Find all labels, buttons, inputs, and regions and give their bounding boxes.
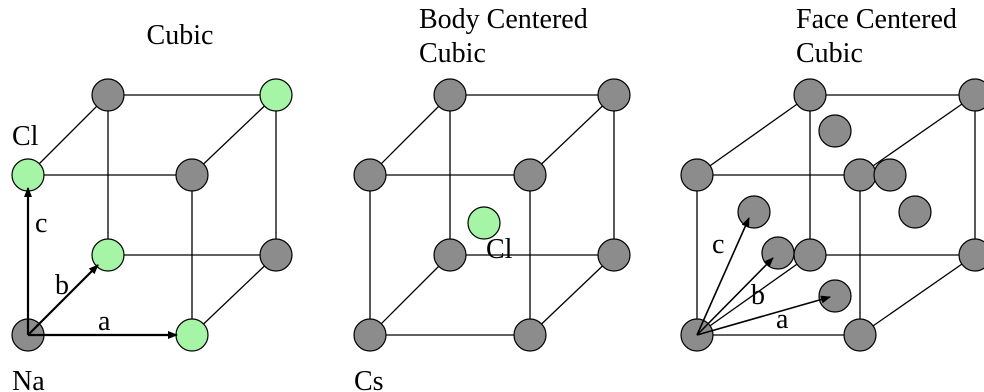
- grey-atom: [680, 158, 714, 192]
- fcc-title-line2: Cubic: [796, 38, 863, 69]
- vector-c-label: c: [712, 229, 724, 260]
- grey-atom: [843, 158, 877, 192]
- face-atom: [818, 279, 852, 313]
- bcc-title-line1: Body Centered: [419, 4, 588, 35]
- green-atom: [259, 78, 293, 112]
- vector-b-label: b: [55, 270, 69, 301]
- fcc-cell-edges: [696, 94, 976, 336]
- grey-atom: [843, 318, 877, 352]
- center-green-atom: [467, 206, 501, 240]
- face-atom: [818, 114, 852, 148]
- grey-atom: [958, 238, 984, 272]
- cl-label: Cl: [12, 121, 39, 152]
- face-atom: [873, 158, 907, 192]
- cubic-panel: Cubic: [11, 20, 293, 392]
- bcc-panel: Body Centered Cubic Cl: [353, 4, 631, 392]
- grey-atom: [958, 78, 984, 112]
- grey-atom: [513, 158, 547, 192]
- green-atom: [11, 158, 45, 192]
- cs-label: Cs: [354, 366, 384, 392]
- grey-atom: [793, 238, 827, 272]
- grey-atom: [597, 78, 631, 112]
- na-label: Na: [12, 366, 45, 392]
- bcc-cell-edges: [369, 94, 615, 336]
- grey-atom: [513, 318, 547, 352]
- green-atom: [91, 238, 125, 272]
- vector-c-arrow: [696, 217, 750, 336]
- vector-b-label: b: [751, 280, 765, 311]
- green-atom: [175, 318, 209, 352]
- grey-atom: [793, 78, 827, 112]
- grey-atom: [433, 78, 467, 112]
- cubic-title: Cubic: [147, 20, 214, 51]
- face-atom: [898, 195, 932, 229]
- vector-a-arrow: [696, 295, 831, 336]
- cubic-vectors: [24, 187, 178, 339]
- fcc-panel: Face Centered Cubic: [680, 4, 984, 352]
- grey-atom: [259, 238, 293, 272]
- fcc-title-line1: Face Centered: [796, 4, 957, 35]
- fcc-vectors: [696, 217, 831, 336]
- grey-atom: [353, 158, 387, 192]
- grey-atom: [433, 238, 467, 272]
- vector-b-arrow: [696, 257, 774, 336]
- vector-a-label: a: [776, 304, 789, 335]
- vector-b-arrow: [27, 264, 99, 336]
- bcc-atoms: [353, 78, 631, 352]
- grey-atom: [175, 158, 209, 192]
- bcc-center-label: Cl: [486, 234, 513, 265]
- grey-atom: [91, 78, 125, 112]
- face-atom: [737, 195, 771, 229]
- fcc-atoms: [680, 78, 984, 352]
- grey-atom: [353, 318, 387, 352]
- grey-atom: [597, 238, 631, 272]
- bcc-title-line2: Cubic: [419, 38, 486, 69]
- vector-c-label: c: [35, 208, 47, 239]
- vector-a-label: a: [98, 306, 111, 337]
